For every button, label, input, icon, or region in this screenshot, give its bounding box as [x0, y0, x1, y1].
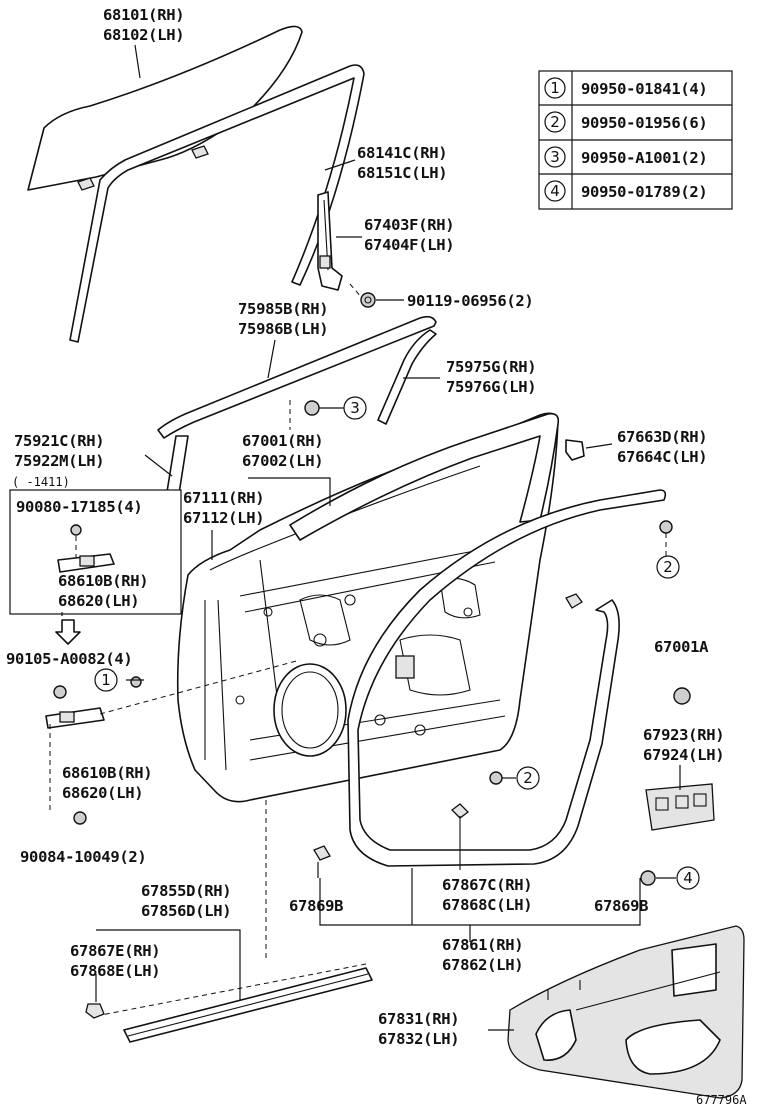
- label-channel-rh: 68141C(RH): [357, 144, 447, 162]
- clip-top-right: [565, 593, 583, 609]
- clip-3: [289, 400, 320, 430]
- leader-cover-clip: [585, 443, 613, 449]
- table-marker: 1: [550, 79, 560, 97]
- table-part-number: 90950-01956(6): [581, 114, 707, 132]
- label-cover-clip-lh: 67664C(LH): [617, 448, 707, 466]
- silencer: [645, 783, 715, 831]
- label-subchannel-rh: 67403F(RH): [364, 216, 454, 234]
- label-plug-67001a: 67001A: [654, 638, 709, 656]
- label-hole-cover-right: 67869B: [594, 897, 648, 915]
- label-hole-cover-left: 67869B: [289, 897, 343, 915]
- table-marker: 4: [550, 182, 560, 200]
- hinge-box: [9, 489, 182, 615]
- label-clip-67867c-lh: 67868C(LH): [442, 896, 532, 914]
- lower-seal: [123, 967, 373, 1043]
- hole-cover-left: [313, 845, 331, 861]
- label-trim-rh: 67831(RH): [378, 1010, 459, 1028]
- label-box-date: ( -1411): [12, 475, 70, 489]
- parts-table: 1 90950-01841(4) 2 90950-01956(6) 3 9095…: [538, 70, 733, 210]
- label-cover-clip-rh: 67663D(RH): [617, 428, 707, 446]
- label-door-panel-rh: 67001(RH): [242, 432, 323, 450]
- trim-board: [507, 925, 745, 1099]
- svg-text:2: 2: [523, 769, 533, 787]
- door-weatherstrip: [347, 489, 667, 867]
- table-part-number: 90950-01841(4): [581, 80, 707, 98]
- label-lower-clip-lh: 67868E(LH): [70, 962, 160, 980]
- label-hinge-side-lh: 67112(LH): [183, 509, 264, 527]
- parts-table-row: 4 90950-01789(2): [544, 180, 708, 202]
- plug-2-right: [659, 520, 673, 556]
- parts-table-row: 3 90950-A1001(2): [544, 146, 708, 168]
- run-channel: [69, 64, 365, 343]
- label-bolt-90105: 90105-A0082(4): [6, 650, 132, 668]
- leader-door-panel: [248, 477, 331, 506]
- label-moulding-lh: 75922M(LH): [14, 452, 104, 470]
- leader-glass: [134, 44, 141, 79]
- label-door-ws-rh: 67861(RH): [442, 936, 523, 954]
- arrow-down-icon: [55, 619, 81, 645]
- label-bolt-90119: 90119-06956(2): [407, 292, 533, 310]
- leader-door-ws-bracket: [319, 878, 641, 926]
- lower-clip: [85, 1003, 105, 1019]
- svg-text:4: 4: [683, 869, 693, 887]
- label-lower-clip-rh: 67867E(RH): [70, 942, 160, 960]
- label-silencer-rh: 67923(RH): [643, 726, 724, 744]
- label-door-ws-lh: 67862(LH): [442, 956, 523, 974]
- cover-clip: [565, 439, 585, 461]
- label-box-screw: 90080-17185(4): [16, 498, 142, 516]
- marker-2-center: 2: [516, 766, 540, 790]
- table-part-number: 90950-A1001(2): [581, 149, 707, 167]
- vertical-weatherstrip: [377, 329, 437, 425]
- sub-channel: [317, 191, 343, 291]
- label-moulding-rh: 75921C(RH): [14, 432, 104, 450]
- table-marker: 3: [550, 148, 560, 166]
- plug-67001a: [673, 687, 691, 705]
- dash-lower-seal: [95, 963, 367, 1017]
- label-glass-rh: 68101(RH): [103, 6, 184, 24]
- table-marker: 2: [550, 113, 560, 131]
- label-outer-ws-rh: 75985B(RH): [238, 300, 328, 318]
- outer-weatherstrip: [157, 315, 437, 439]
- marker-3: 3: [343, 396, 367, 420]
- svg-text:3: 3: [350, 399, 360, 417]
- label-check-upper-rh: 68610B(RH): [58, 572, 148, 590]
- label-outer-ws-lh: 75986B(LH): [238, 320, 328, 338]
- clip-67867c: [451, 803, 469, 870]
- marker-4: 4: [676, 866, 700, 890]
- label-clip-67867c-rh: 67867C(RH): [442, 876, 532, 894]
- label-hinge-side-rh: 67111(RH): [183, 489, 264, 507]
- parts-table-row: 2 90950-01956(6): [544, 111, 708, 133]
- figure-code: 677796A: [696, 1093, 747, 1107]
- marker-2-right: 2: [656, 555, 680, 579]
- label-check-lower-lh: 68620(LH): [62, 784, 143, 802]
- label-vert-ws-rh: 75975G(RH): [446, 358, 536, 376]
- bolt-90119: [349, 283, 376, 308]
- leader-outer-ws: [267, 339, 276, 379]
- label-subchannel-lh: 67404F(LH): [364, 236, 454, 254]
- leader-moulding: [144, 454, 173, 477]
- door-check-lower: [45, 659, 301, 825]
- label-check-lower-rh: 68610B(RH): [62, 764, 152, 782]
- label-channel-lh: 68151C(LH): [357, 164, 447, 182]
- leader-lower-seal: [96, 929, 241, 1000]
- door-panel: [176, 412, 560, 803]
- label-lower-seal-lh: 67856D(LH): [141, 902, 231, 920]
- marker-1: 1: [94, 668, 118, 692]
- label-trim-lh: 67832(LH): [378, 1030, 459, 1048]
- svg-text:1: 1: [101, 671, 111, 689]
- clip-4: [640, 870, 656, 886]
- leader-channel: [324, 159, 356, 171]
- label-vert-ws-lh: 75976G(LH): [446, 378, 536, 396]
- label-check-upper-lh: 68620(LH): [58, 592, 139, 610]
- table-part-number: 90950-01789(2): [581, 183, 707, 201]
- label-silencer-lh: 67924(LH): [643, 746, 724, 764]
- plug-2-center: [489, 771, 503, 785]
- label-door-panel-lh: 67002(LH): [242, 452, 323, 470]
- svg-text:2: 2: [663, 558, 673, 576]
- label-glass-lh: 68102(LH): [103, 26, 184, 44]
- label-bolt-90084: 90084-10049(2): [20, 848, 146, 866]
- label-lower-seal-rh: 67855D(RH): [141, 882, 231, 900]
- parts-table-row: 1 90950-01841(4): [544, 77, 708, 99]
